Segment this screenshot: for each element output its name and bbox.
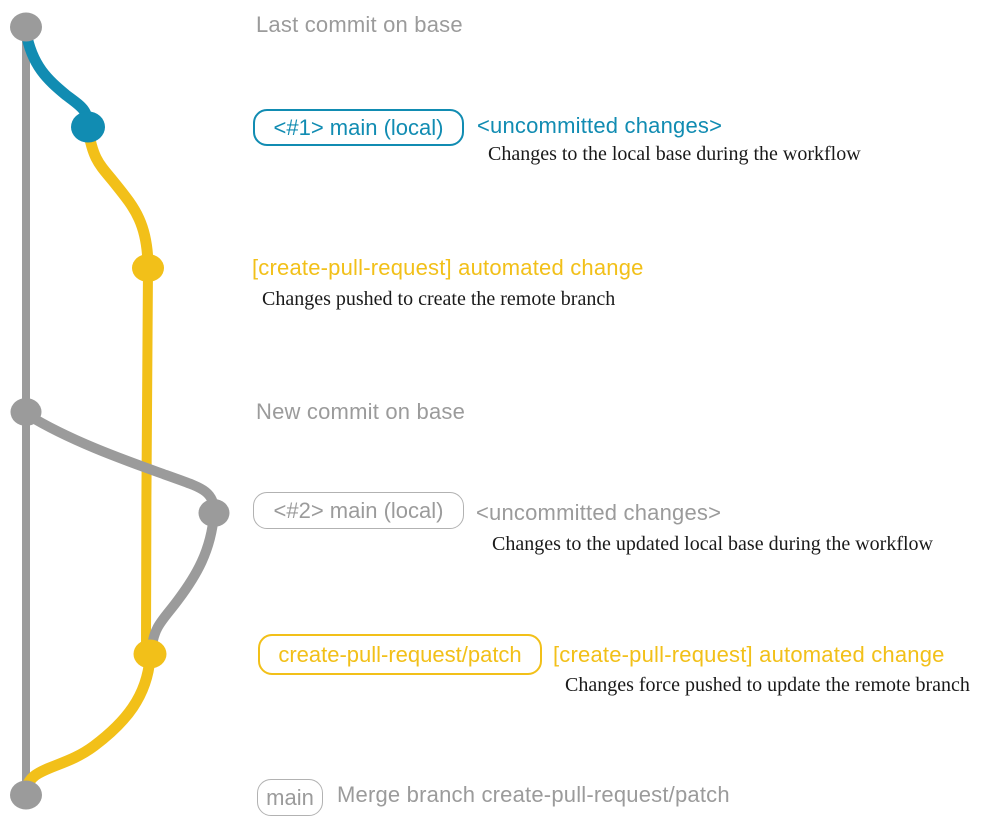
commit-node-base-new xyxy=(10,398,42,426)
uncommitted-changes-label-1: <uncommitted changes> xyxy=(477,113,723,138)
commit-node-main-local-2 xyxy=(198,499,230,527)
branch-badge-main-local-2: <#2> main (local) xyxy=(253,492,464,529)
last-commit-label: Last commit on base xyxy=(256,12,463,37)
commit-node-base-last xyxy=(10,12,42,42)
branch-badge-main-local-1: <#1> main (local) xyxy=(253,109,464,146)
commit-node-patch-1 xyxy=(132,254,164,282)
new-commit-label: New commit on base xyxy=(256,399,466,424)
commit-node-merge xyxy=(10,780,42,810)
push1-note: Changes pushed to create the remote bran… xyxy=(262,288,616,310)
main-local-2-branch-curve xyxy=(23,410,219,518)
checkout1-note: Changes to the local base during the wor… xyxy=(488,143,861,165)
main-local-1-branch-curve xyxy=(20,26,94,133)
patch-branch-trunk xyxy=(141,263,153,653)
push2-commit-message: [create-pull-request] automated change xyxy=(553,642,945,667)
patch-branch-curve xyxy=(82,123,154,274)
checkout2-note: Changes to the updated local base during… xyxy=(492,533,933,555)
uncommitted-changes-label-2: <uncommitted changes> xyxy=(476,500,722,525)
push2-note: Changes force pushed to update the remot… xyxy=(565,674,970,696)
commit-node-patch-2 xyxy=(133,639,167,669)
branch-badge-main: main xyxy=(257,779,323,816)
git-graph xyxy=(10,12,230,810)
main-local-2-forcepush-curve xyxy=(147,509,219,652)
commit-node-main-local-1 xyxy=(71,111,105,143)
branch-badge-patch: create-pull-request/patch xyxy=(258,634,542,675)
push1-commit-message: [create-pull-request] automated change xyxy=(252,255,644,280)
patch-merge-curve xyxy=(20,652,156,798)
merge-commit-message: Merge branch create-pull-request/patch xyxy=(337,782,730,807)
